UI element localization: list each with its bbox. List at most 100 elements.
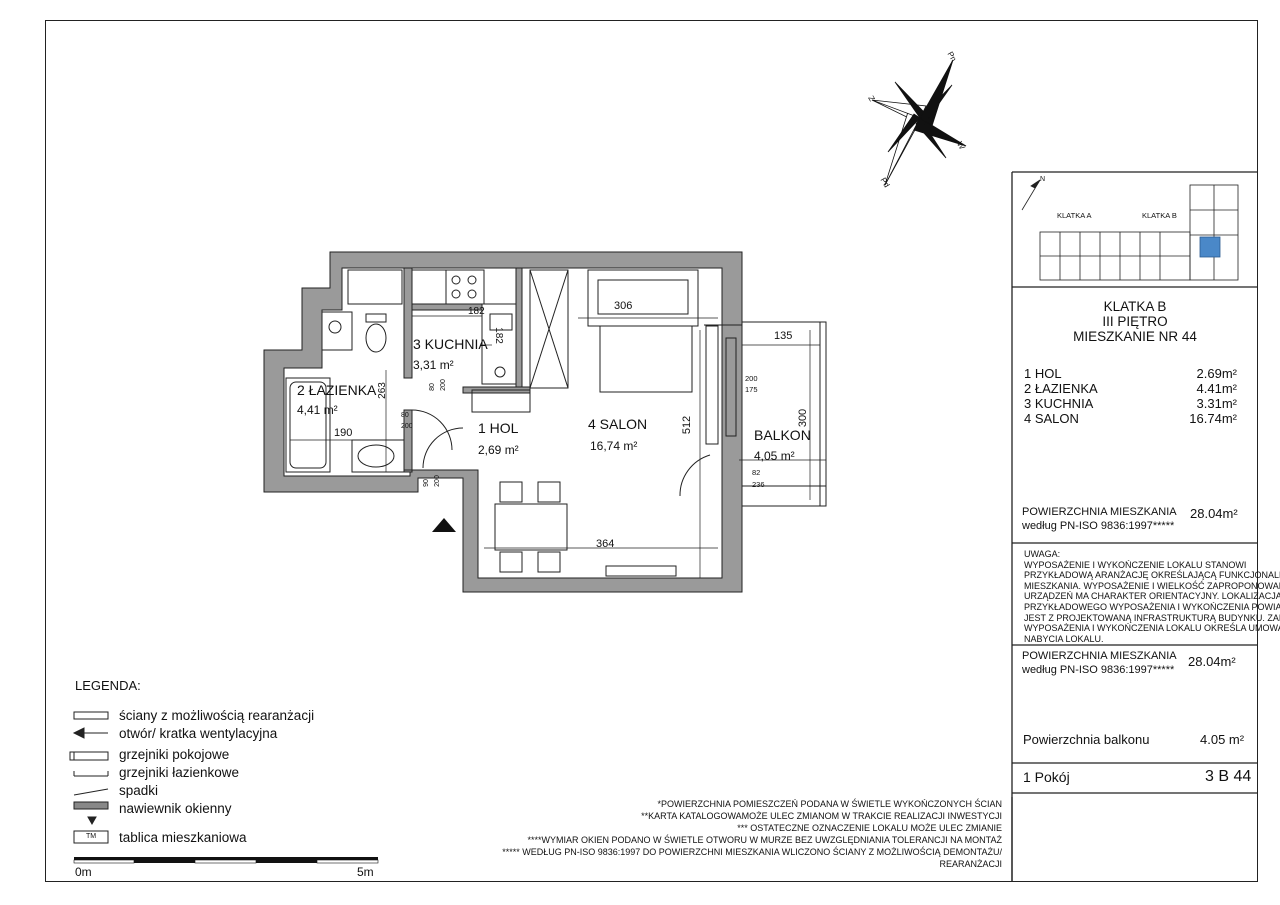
dimension-lines: [290, 315, 826, 578]
dim-text: 82: [752, 468, 761, 477]
area-value-2: 28.04m²: [1188, 654, 1236, 669]
keyplan-klatka-a: KLATKA A: [1057, 211, 1092, 220]
footnote: **KARTA KATALOGOWAMOŻE ULEC ZMIANOM W TR…: [641, 811, 1002, 821]
uwaga-title: UWAGA:: [1024, 549, 1061, 559]
room-area: 2.69m²: [1196, 366, 1237, 381]
footnote: REARANŻACJI: [939, 859, 1002, 869]
dim-190: 190: [334, 427, 353, 439]
legend-item-slopes: spadki: [119, 783, 159, 798]
dim-text: 200: [745, 374, 758, 383]
dim-text: 200: [433, 475, 441, 487]
dim-300: 300: [797, 408, 810, 428]
dim-window-balkon: 200 175: [745, 373, 758, 395]
keyplan-north: N: [1040, 176, 1046, 183]
balcony-area-value: 4.05 m²: [1200, 732, 1245, 747]
dim-135: 135: [774, 330, 793, 342]
uwaga-line: MIESZKANIA. WYPOSAŻENIE I WIELKOŚĆ ZAPRO…: [1024, 580, 1280, 591]
apartment-stair: KLATKA B: [1103, 299, 1167, 314]
area-label: POWIERZCHNIA MIESZKANIA: [1022, 506, 1177, 518]
legend-item-vent: otwór/ kratka wentylacyjna: [119, 726, 278, 741]
furniture: [285, 269, 711, 577]
drawing-frame: [45, 20, 1258, 882]
legend-item-bath-radiator: grzejniki łazienkowe: [119, 765, 240, 780]
uwaga-line: PRZYKŁADOWEGO WYPOSAŻENIA I WYKOŃCZENIA …: [1024, 601, 1280, 612]
apartment-floor: III PIĘTRO: [1102, 314, 1168, 329]
legend-item-panel: tablica mieszkaniowa: [119, 830, 247, 845]
dim-text: 90: [422, 479, 430, 487]
rooms-names: 1 HOL 2 ŁAZIENKA 3 KUCHNIA 4 SALON: [1024, 366, 1098, 426]
legend-title: LEGENDA:: [75, 678, 141, 693]
keyplan-klatka-b: KLATKA B: [1142, 211, 1177, 220]
room-area: 3.31m²: [1196, 396, 1237, 411]
uwaga-line: NABYCIA LOKALU.: [1024, 633, 1104, 644]
dim-263: 263: [376, 382, 388, 399]
room-label-salon: 4 SALON: [588, 416, 648, 432]
balcony: [704, 321, 827, 507]
dim-182a: 182: [468, 306, 485, 317]
entrance-marker: [432, 518, 456, 532]
dim-512: 512: [681, 415, 694, 435]
room-name: 4 SALON: [1024, 411, 1079, 426]
uwaga-line: URZĄDZEŃ MA CHARAKTER ORIENTACYJNY. LOKA…: [1024, 591, 1280, 602]
uwaga-line: WYPOSAŻENIE I WYKOŃCZENIE LOKALU STANOWI: [1024, 559, 1247, 570]
footnote: *** OSTATECZNE OZNACZENIE LOKALU MOŻE UL…: [737, 823, 1002, 833]
legend-item-radiator: grzejniki pokojowe: [119, 747, 230, 762]
balcony-area-label: Powierzchnia balkonu: [1023, 732, 1150, 747]
room-area-lazienka: 4,41 m²: [297, 403, 338, 417]
dim-door-entrance: 90 200: [421, 475, 443, 487]
uwaga-line: WYPOSAŻENIA I WYKOŃCZENIA LOKALU OKREŚLA…: [1024, 623, 1280, 634]
scale-end: 5m: [357, 865, 374, 879]
apartment-code: 3 B 44: [1205, 768, 1252, 785]
dim-text: 80: [428, 383, 436, 391]
uwaga-line: JEST Z PROJEKTOWANĄ INFRASTRUKTURĄ BUDYN…: [1024, 612, 1280, 623]
legend-item-walls: ściany z możliwością rearanżacji: [119, 708, 315, 723]
dim-306: 306: [614, 300, 633, 312]
dim-text: 175: [745, 385, 758, 394]
area-block-2: POWIERZCHNIA MIESZKANIA według PN-ISO 98…: [1022, 649, 1177, 677]
rooms-areas: 2.69m² 4.41m² 3.31m² 16.74m²: [1189, 366, 1237, 426]
apartment-number: MIESZKANIE NR 44: [1073, 329, 1197, 344]
footnote: ****WYMIAR OKIEN PODANO W ŚWIETLE OTWORU…: [527, 835, 1002, 845]
room-label-kuchnia: 3 KUCHNIA: [413, 336, 488, 352]
dim-door-kuchnia: 80 200: [427, 379, 449, 391]
area-label: POWIERZCHNIA MIESZKANIA: [1022, 650, 1177, 662]
dim-364: 364: [596, 538, 615, 550]
room-name: 3 KUCHNIA: [1024, 396, 1094, 411]
room-area: 4.41m²: [1196, 381, 1237, 396]
footnotes: *POWIERZCHNIA POMIESZCZEŃ PODANA W ŚWIET…: [502, 798, 1002, 870]
dim-door-balkon: 82 236: [752, 467, 765, 491]
room-label-lazienka: 2 ŁAZIENKA: [297, 382, 377, 398]
footnote: *POWIERZCHNIA POMIESZCZEŃ PODANA W ŚWIET…: [657, 799, 1002, 809]
uwaga-line: PRZYKŁADOWĄ ARANŻACJĘ OKREŚLAJĄCĄ FUNKCJ…: [1024, 570, 1280, 581]
compass-rose: [871, 59, 967, 186]
dim-text: 236: [752, 480, 765, 489]
dim-text: 200: [439, 379, 447, 391]
scale-start: 0m: [75, 865, 92, 879]
legend-item-trickle-vent: nawiewnik okienny: [119, 801, 232, 816]
dim-182b: 182: [492, 327, 504, 344]
room-area: 16.74m²: [1189, 411, 1237, 426]
uwaga-note: UWAGA: WYPOSAŻENIE I WYKOŃCZENIE LOKALU …: [1024, 549, 1280, 644]
room-area-salon: 16,74 m²: [590, 439, 638, 453]
area-standard: według PN-ISO 9836:1997*****: [1022, 520, 1175, 532]
footnote: ***** WEDŁUG PN-ISO 9836:1997 DO POWIERZ…: [502, 847, 1002, 857]
apartment-heading: KLATKA B III PIĘTRO MIESZKANIE NR 44: [1012, 299, 1258, 344]
legend-tm: TM: [86, 833, 97, 840]
area-standard: według PN-ISO 9836:1997*****: [1022, 664, 1175, 676]
room-label-hol: 1 HOL: [478, 420, 519, 436]
room-label-balkon: BALKON: [754, 427, 811, 443]
room-name: 1 HOL: [1024, 366, 1062, 381]
room-area-balkon: 4,05 m²: [754, 449, 795, 463]
keyplan: [1011, 171, 1258, 882]
scale-bar: [73, 857, 379, 864]
area-value-1: 28.04m²: [1190, 506, 1238, 521]
room-area-kuchnia: 3,31 m²: [413, 358, 454, 372]
area-block-1: POWIERZCHNIA MIESZKANIA według PN-ISO 98…: [1022, 505, 1177, 533]
room-name: 2 ŁAZIENKA: [1024, 381, 1098, 396]
legend-symbols: [69, 711, 109, 844]
dim-text: 200: [401, 423, 413, 430]
room-area-hol: 2,69 m²: [478, 443, 519, 457]
dim-text: 80: [401, 412, 409, 419]
dim-door-lazienka: 80 200: [401, 410, 413, 432]
